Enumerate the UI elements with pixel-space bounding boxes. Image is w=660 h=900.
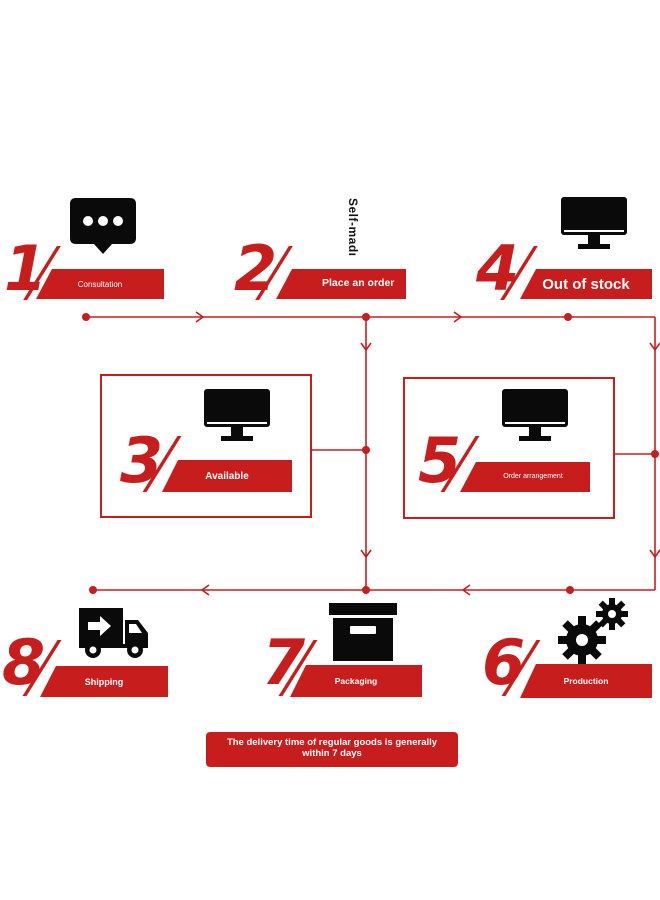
- node-dot: [362, 446, 370, 454]
- chat-bubble-icon: [68, 196, 138, 258]
- node-dot: [82, 313, 90, 321]
- node-dot: [566, 586, 574, 594]
- arrow-down-3: [360, 549, 372, 559]
- node-dot: [362, 586, 370, 594]
- step-3-box: [100, 374, 312, 518]
- arrow-down-4: [649, 549, 660, 559]
- monitor-icon: [501, 388, 569, 444]
- step-number: 2: [234, 232, 277, 305]
- arrow-down-2: [649, 342, 660, 352]
- arrow-right-1: [195, 311, 205, 323]
- step-5-box: [403, 377, 615, 519]
- step-label: Available: [162, 460, 292, 492]
- step-number: 6: [482, 626, 525, 699]
- step-label: Shipping: [40, 666, 168, 697]
- delivery-note: The delivery time of regular goods is ge…: [206, 732, 458, 767]
- monitor-icon: [203, 388, 271, 444]
- node-dot: [651, 450, 659, 458]
- step-label: Out of stock: [520, 269, 652, 299]
- step-number: 5: [418, 424, 461, 497]
- arrow-right-2: [453, 311, 463, 323]
- box-icon: [328, 602, 398, 662]
- arrow-down-1: [360, 342, 372, 352]
- truck-icon: [78, 606, 150, 660]
- step-number: 4: [476, 232, 519, 305]
- monitor-icon: [560, 196, 628, 252]
- self-made-text: Self-madı: [332, 196, 388, 262]
- step-number: 7: [262, 626, 305, 699]
- step-label: Production: [520, 664, 652, 698]
- arrow-left-2: [461, 584, 471, 596]
- node-dot: [89, 586, 97, 594]
- step-label: Order arrangement: [460, 462, 590, 492]
- step-number: 3: [120, 424, 163, 497]
- step-label: Consultation: [36, 269, 164, 299]
- step-number: 8: [2, 626, 45, 699]
- node-dot: [362, 313, 370, 321]
- step-label: Place an order: [276, 269, 406, 299]
- step-label: Packaging: [290, 665, 422, 697]
- node-dot: [564, 313, 572, 321]
- gears-icon: [556, 598, 632, 666]
- step-number: 1: [4, 232, 47, 305]
- arrow-left-1: [200, 584, 210, 596]
